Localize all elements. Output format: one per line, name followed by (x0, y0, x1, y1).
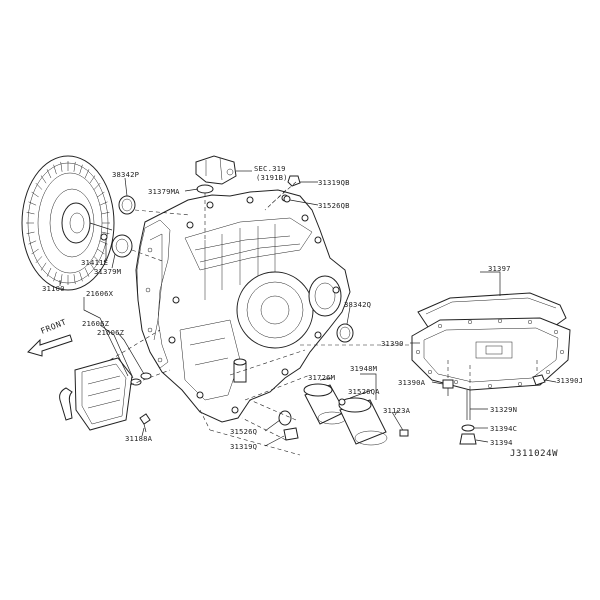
figure-code: J311024W (510, 449, 558, 459)
label-31188A: 31188A (125, 434, 153, 443)
label-31379M: 31379M (94, 267, 122, 276)
plug-31319Q-drawing[interactable] (283, 427, 299, 441)
label-31390A: 31390A (398, 378, 426, 387)
seal-38342Q-drawing[interactable] (336, 323, 354, 343)
torque-converter-drawing[interactable] (21, 155, 115, 291)
label-21606Z-1: 21606Z (82, 319, 110, 328)
seal-38342P-drawing[interactable] (118, 195, 136, 215)
plug-31319QB-drawing[interactable] (287, 175, 301, 187)
label-31394C: 31394C (490, 424, 517, 433)
filter-31726M-drawing[interactable] (303, 383, 347, 425)
label-31123A: 31123A (383, 406, 411, 415)
washer-31394C-drawing[interactable] (461, 424, 475, 432)
washer-31526Q-drawing[interactable] (278, 410, 292, 426)
label-31319QB: 31319QB (318, 178, 350, 187)
label-21606Z-2: 21606Z (97, 328, 125, 337)
bolt-31123A-drawing[interactable] (391, 411, 409, 437)
oring-31411E-drawing[interactable] (100, 233, 108, 241)
oring-21606Z-b-drawing[interactable] (140, 372, 152, 380)
label-31726M: 31726M (308, 373, 336, 382)
clip-31390J-drawing[interactable] (532, 374, 546, 386)
bolt-31188A-drawing[interactable] (139, 413, 151, 433)
washer-31526QB-drawing[interactable] (283, 195, 291, 203)
label-31526Q: 31526Q (230, 427, 257, 436)
seal-31379M-drawing[interactable] (111, 234, 133, 258)
label-31397: 31397 (488, 264, 511, 273)
label-31390J: 31390J (556, 376, 583, 385)
label-38342P: 38342P (112, 170, 139, 179)
washer-31526QA-drawing[interactable] (338, 398, 346, 406)
label-31390: 31390 (381, 339, 404, 348)
label-38342Q: 38342Q (344, 300, 371, 309)
oil-cooler-21606X-drawing[interactable] (59, 357, 133, 431)
label-31526QB: 31526QB (318, 201, 350, 210)
label-sec319: SEC.319 (254, 164, 286, 173)
front-arrow-icon (27, 334, 73, 357)
transmission-case-drawing[interactable] (135, 189, 351, 423)
label-31319Q: 31319Q (230, 442, 257, 451)
drain-plug-31329N-drawing[interactable] (466, 390, 471, 420)
label-31329N: 31329N (490, 405, 517, 414)
sensor-sec319-drawing[interactable] (195, 155, 237, 185)
bolt-31390A-drawing[interactable] (442, 379, 454, 396)
front-label: FRONT (39, 317, 67, 335)
label-31411E: 31411E (81, 258, 108, 267)
bolt-31394-drawing[interactable] (459, 433, 477, 445)
label-31526QA: 31526QA (348, 387, 380, 396)
label-31379MA: 31379MA (148, 187, 180, 196)
oil-pan-drawing[interactable] (411, 317, 571, 391)
leader-lines (59, 170, 557, 447)
label-31100: 31100 (42, 284, 65, 293)
label-21606X: 21606X (86, 289, 114, 298)
label-31948M: 31948M (350, 364, 378, 373)
label-sec319-sub: (3191B) (256, 173, 288, 182)
filter-31948M-drawing[interactable] (338, 397, 388, 446)
label-31394: 31394 (490, 438, 513, 447)
